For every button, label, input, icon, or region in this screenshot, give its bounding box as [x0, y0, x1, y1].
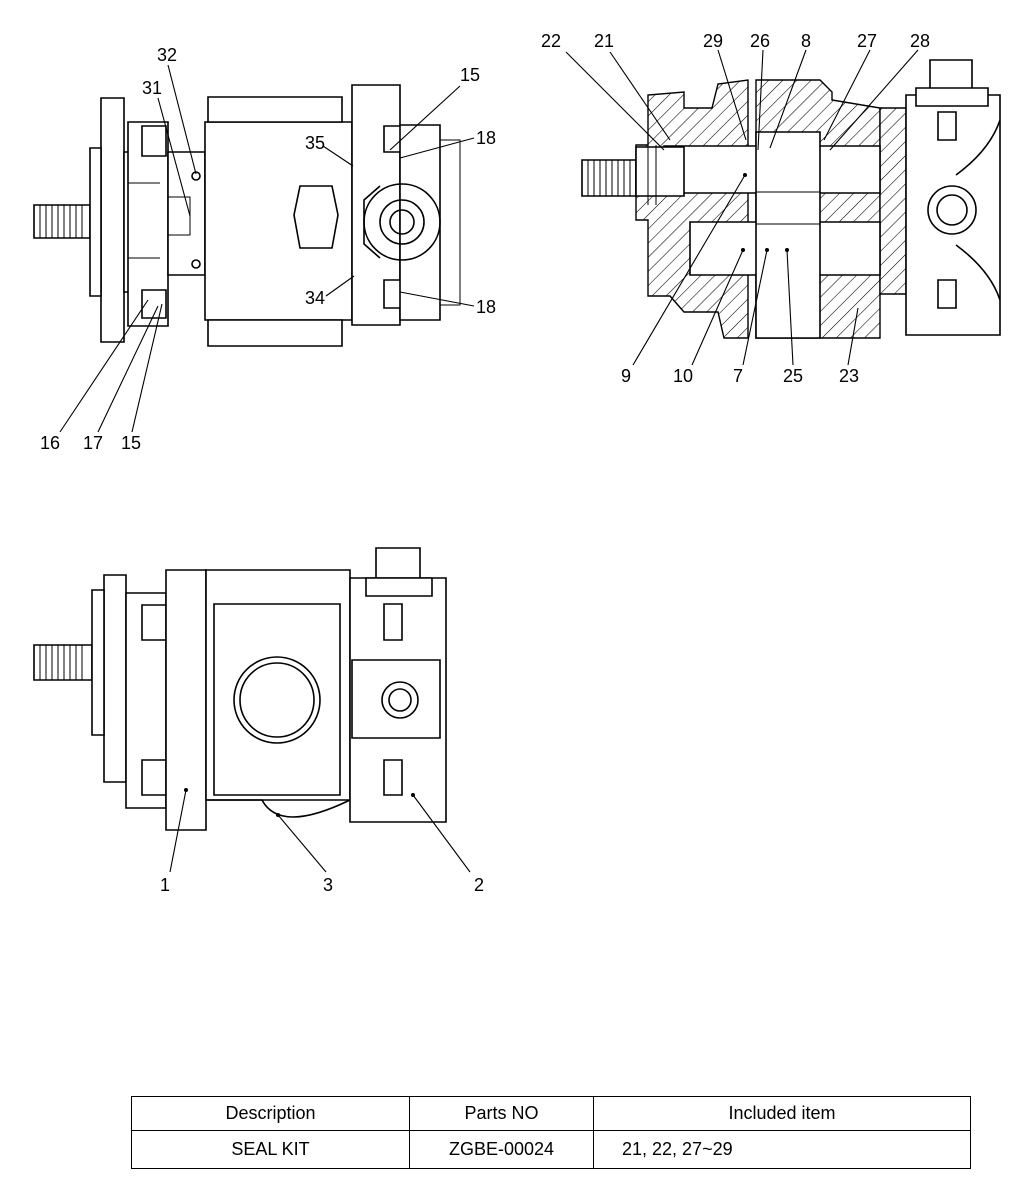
parts-table: Description Parts NO Included item SEAL … [131, 1096, 971, 1169]
cell-parts-no: ZGBE-00024 [409, 1130, 594, 1169]
front-view-leaders [169, 788, 471, 873]
label-22: 22 [541, 31, 561, 51]
label-26: 26 [750, 31, 770, 51]
table-header-row: Description Parts NO Included item [131, 1096, 971, 1131]
front-view [33, 547, 447, 831]
label-21: 21 [594, 31, 614, 51]
side-view-leaders [59, 64, 475, 433]
label-25: 25 [783, 366, 803, 386]
label-8: 8 [801, 31, 811, 51]
label-16: 16 [40, 433, 60, 453]
label-15: 15 [121, 433, 141, 453]
label-29: 29 [703, 31, 723, 51]
label-27: 27 [857, 31, 877, 51]
side-view [33, 84, 461, 347]
label-35: 35 [305, 133, 325, 153]
label-18: 18 [476, 128, 496, 148]
label-9: 9 [621, 366, 631, 386]
table-row: SEAL KIT ZGBE-00024 21, 22, 27~29 [131, 1130, 971, 1169]
label-34: 34 [305, 288, 325, 308]
front-view-labels: 1 3 2 [160, 875, 484, 895]
header-included-item: Included item [593, 1096, 971, 1131]
label-17: 17 [83, 433, 103, 453]
label-23: 23 [839, 366, 859, 386]
label-7: 7 [733, 366, 743, 386]
label-32: 32 [157, 45, 177, 65]
label-18: 18 [476, 297, 496, 317]
header-parts-no: Parts NO [409, 1096, 594, 1131]
cell-included-item: 21, 22, 27~29 [593, 1130, 971, 1169]
label-3: 3 [323, 875, 333, 895]
label-31: 31 [142, 78, 162, 98]
label-28: 28 [910, 31, 930, 51]
label-2: 2 [474, 875, 484, 895]
cell-description: SEAL KIT [131, 1130, 410, 1169]
side-view-labels: 32 31 35 15 18 34 18 16 17 15 [40, 45, 496, 453]
section-view-leaders [565, 49, 919, 366]
section-view-labels: 22 21 29 26 8 27 28 9 10 7 25 23 [541, 31, 930, 386]
header-description: Description [131, 1096, 410, 1131]
label-1: 1 [160, 875, 170, 895]
label-15: 15 [460, 65, 480, 85]
label-10: 10 [673, 366, 693, 386]
section-view [581, 59, 1001, 339]
